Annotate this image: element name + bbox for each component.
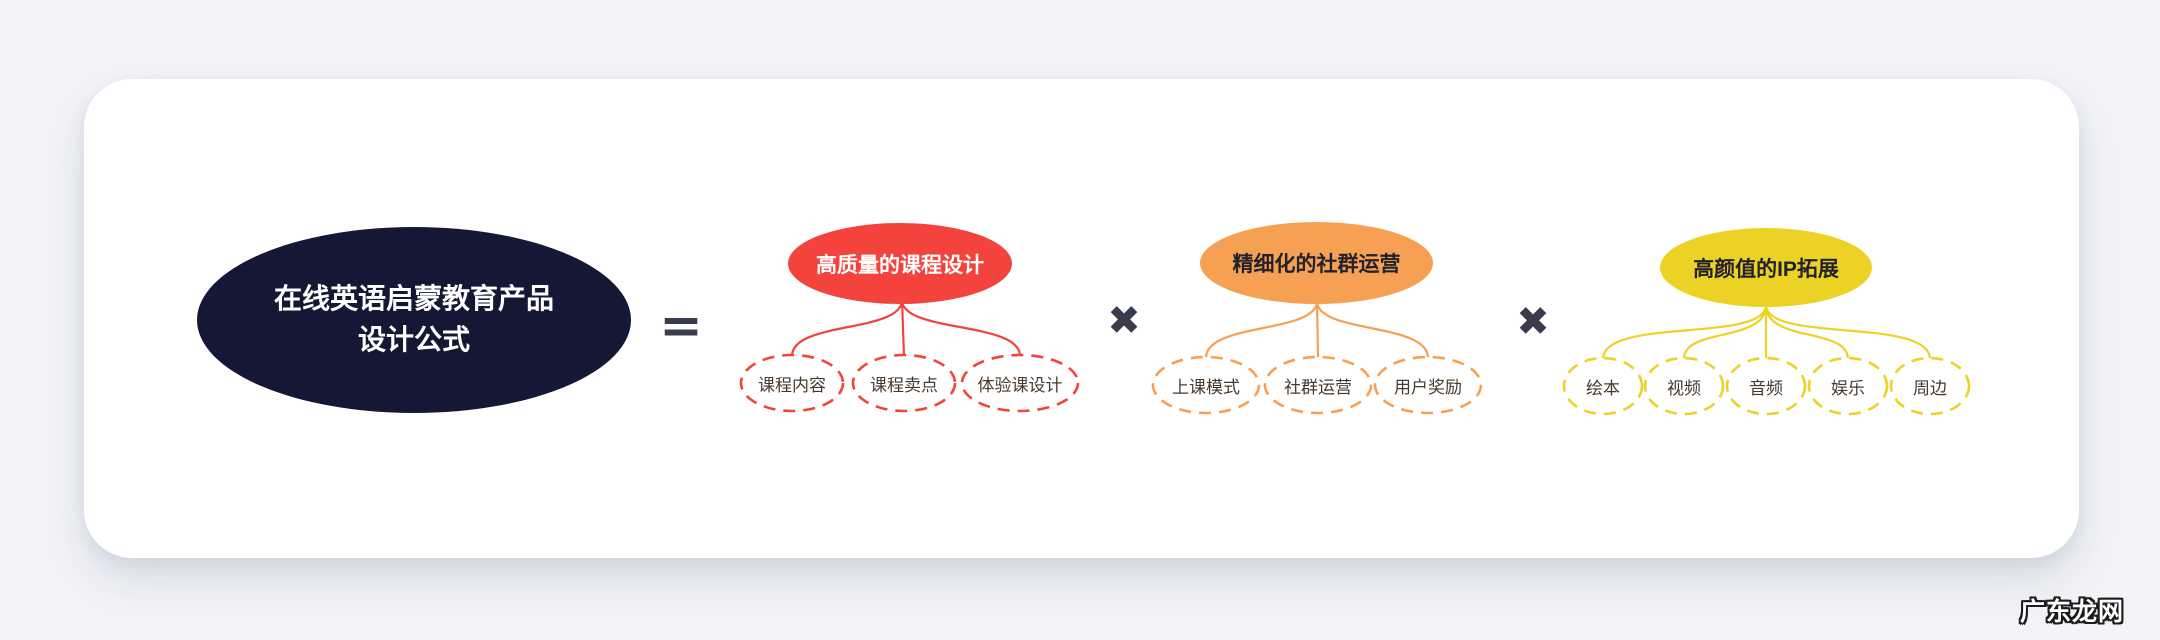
multiply-operator: ✖ (1516, 299, 1550, 345)
child-node: 绘本 (1586, 378, 1620, 398)
child-node: 用户奖励 (1394, 377, 1462, 397)
watermark: 广东龙网 (2020, 598, 2125, 626)
child-node: 课程内容 (758, 375, 826, 395)
child-node: 视频 (1667, 378, 1701, 398)
multiply-operator: ✖ (1107, 298, 1141, 344)
child-node: 娱乐 (1831, 378, 1865, 398)
root-node-label-line1: 在线英语启蒙教育产品 (273, 283, 554, 315)
child-node: 周边 (1913, 378, 1947, 398)
branch-node-course-design: 高质量的课程设计 (788, 223, 1012, 304)
child-node: 上课模式 (1172, 377, 1240, 397)
child-node: 社群运营 (1284, 377, 1352, 397)
branch-node-community-operation: 精细化的社群运营 (1200, 222, 1433, 304)
root-node-label-line2: 设计公式 (357, 324, 470, 355)
root-node: 在线英语启蒙教育产品 设计公式 (197, 227, 631, 413)
child-node: 体验课设计 (977, 375, 1063, 395)
branch-node-ip-expansion: 高颜值的IP拓展 (1660, 228, 1872, 307)
child-node: 音频 (1749, 378, 1783, 398)
equals-operator: = (659, 296, 703, 356)
child-node: 课程卖点 (870, 375, 938, 395)
